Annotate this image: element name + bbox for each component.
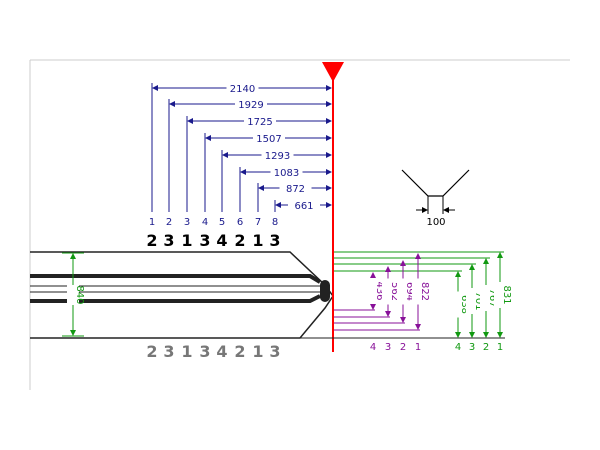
top-dimension: 1293 5 <box>219 149 332 228</box>
dimension-value: 638 <box>459 295 470 314</box>
bottom-sequence-digit: 1 <box>181 342 192 361</box>
dimension-value: 2140 <box>230 84 255 95</box>
dimension-index: 5 <box>219 217 225 228</box>
dimension-value: 661 <box>294 201 313 212</box>
top-dimension: 2140 1 <box>149 82 332 228</box>
purple-dimension: 562 3 <box>334 266 400 353</box>
dimension-index: 3 <box>184 217 190 228</box>
purple-dimension: 822 1 <box>334 253 430 353</box>
dimension-index: 1 <box>497 342 503 353</box>
dimension-value: 767 <box>487 288 498 307</box>
top-sequence-digit: 4 <box>216 231 227 250</box>
bottom-sequence-digit: 3 <box>269 342 280 361</box>
bottom-sequence-digit: 1 <box>252 342 263 361</box>
dimension-value: 831 <box>501 285 512 304</box>
dimension-value: 872 <box>286 184 305 195</box>
top-sequence-digit: 2 <box>146 231 157 250</box>
top-sequence-digit: 2 <box>234 231 245 250</box>
bottom-sequence-digit: 2 <box>146 342 157 361</box>
top-dimension: 1725 3 <box>184 115 332 228</box>
top-sequence-digit: 3 <box>199 231 210 250</box>
dimension-value: 701 <box>473 291 484 310</box>
right-dimensions: 638 4 701 3 767 2 831 1 436 4 562 3 694 2 822 1 <box>334 251 512 353</box>
top-dimension: 1507 4 <box>202 132 332 228</box>
v-width-label: 100 <box>426 217 445 228</box>
bottom-sequence-digit: 3 <box>199 342 210 361</box>
dimension-index: 4 <box>202 217 208 228</box>
top-dimension: 661 8 <box>272 199 332 228</box>
green-dimension: 701 3 <box>334 263 484 353</box>
top-sequence-digit: 3 <box>163 231 174 250</box>
bottom-sequence-digit: 2 <box>234 342 245 361</box>
bottom-sequence-digit: 3 <box>163 342 174 361</box>
top-dimension: 1083 6 <box>237 166 332 228</box>
dimension-value: 436 <box>374 281 385 300</box>
v-profile-diagram: 100 <box>401 169 470 228</box>
dimension-index: 1 <box>415 342 421 353</box>
dimension-index: 2 <box>400 342 406 353</box>
dimension-value: 1293 <box>265 151 290 162</box>
dimension-value: 562 <box>389 282 400 301</box>
hull-height-dimension: 840 <box>62 252 85 337</box>
top-dimension: 872 7 <box>255 182 332 228</box>
dimension-index: 4 <box>455 342 461 353</box>
dimension-value: 1929 <box>238 100 263 111</box>
dimension-index: 4 <box>370 342 376 353</box>
green-dimension: 638 4 <box>334 270 470 353</box>
dimension-index: 2 <box>483 342 489 353</box>
dimension-index: 2 <box>166 217 172 228</box>
top-dimension: 1929 2 <box>166 98 332 228</box>
top-sequence-digit: 1 <box>181 231 192 250</box>
dimension-value: 1725 <box>247 117 272 128</box>
dimension-value: 694 <box>404 282 415 301</box>
dimension-index: 3 <box>385 342 391 353</box>
dimension-index: 8 <box>272 217 278 228</box>
purple-dimension: 436 4 <box>334 272 385 353</box>
green-dimension: 767 2 <box>334 257 498 353</box>
dimension-value: 1083 <box>274 168 299 179</box>
reference-marker-icon[interactable] <box>322 62 344 82</box>
dimension-value: 822 <box>419 282 430 301</box>
dimension-index: 3 <box>469 342 475 353</box>
top-sequence-digit: 3 <box>269 231 280 250</box>
dimension-value: 1507 <box>256 134 281 145</box>
hull-height-label: 840 <box>74 285 85 304</box>
green-dimension: 831 1 <box>334 251 512 353</box>
bottom-sequence-digit: 4 <box>216 342 227 361</box>
dimension-index: 1 <box>149 217 155 228</box>
purple-dimension: 694 2 <box>334 260 415 353</box>
dimension-index: 7 <box>255 217 261 228</box>
top-sequence-digit: 1 <box>252 231 263 250</box>
dimension-index: 6 <box>237 217 243 228</box>
